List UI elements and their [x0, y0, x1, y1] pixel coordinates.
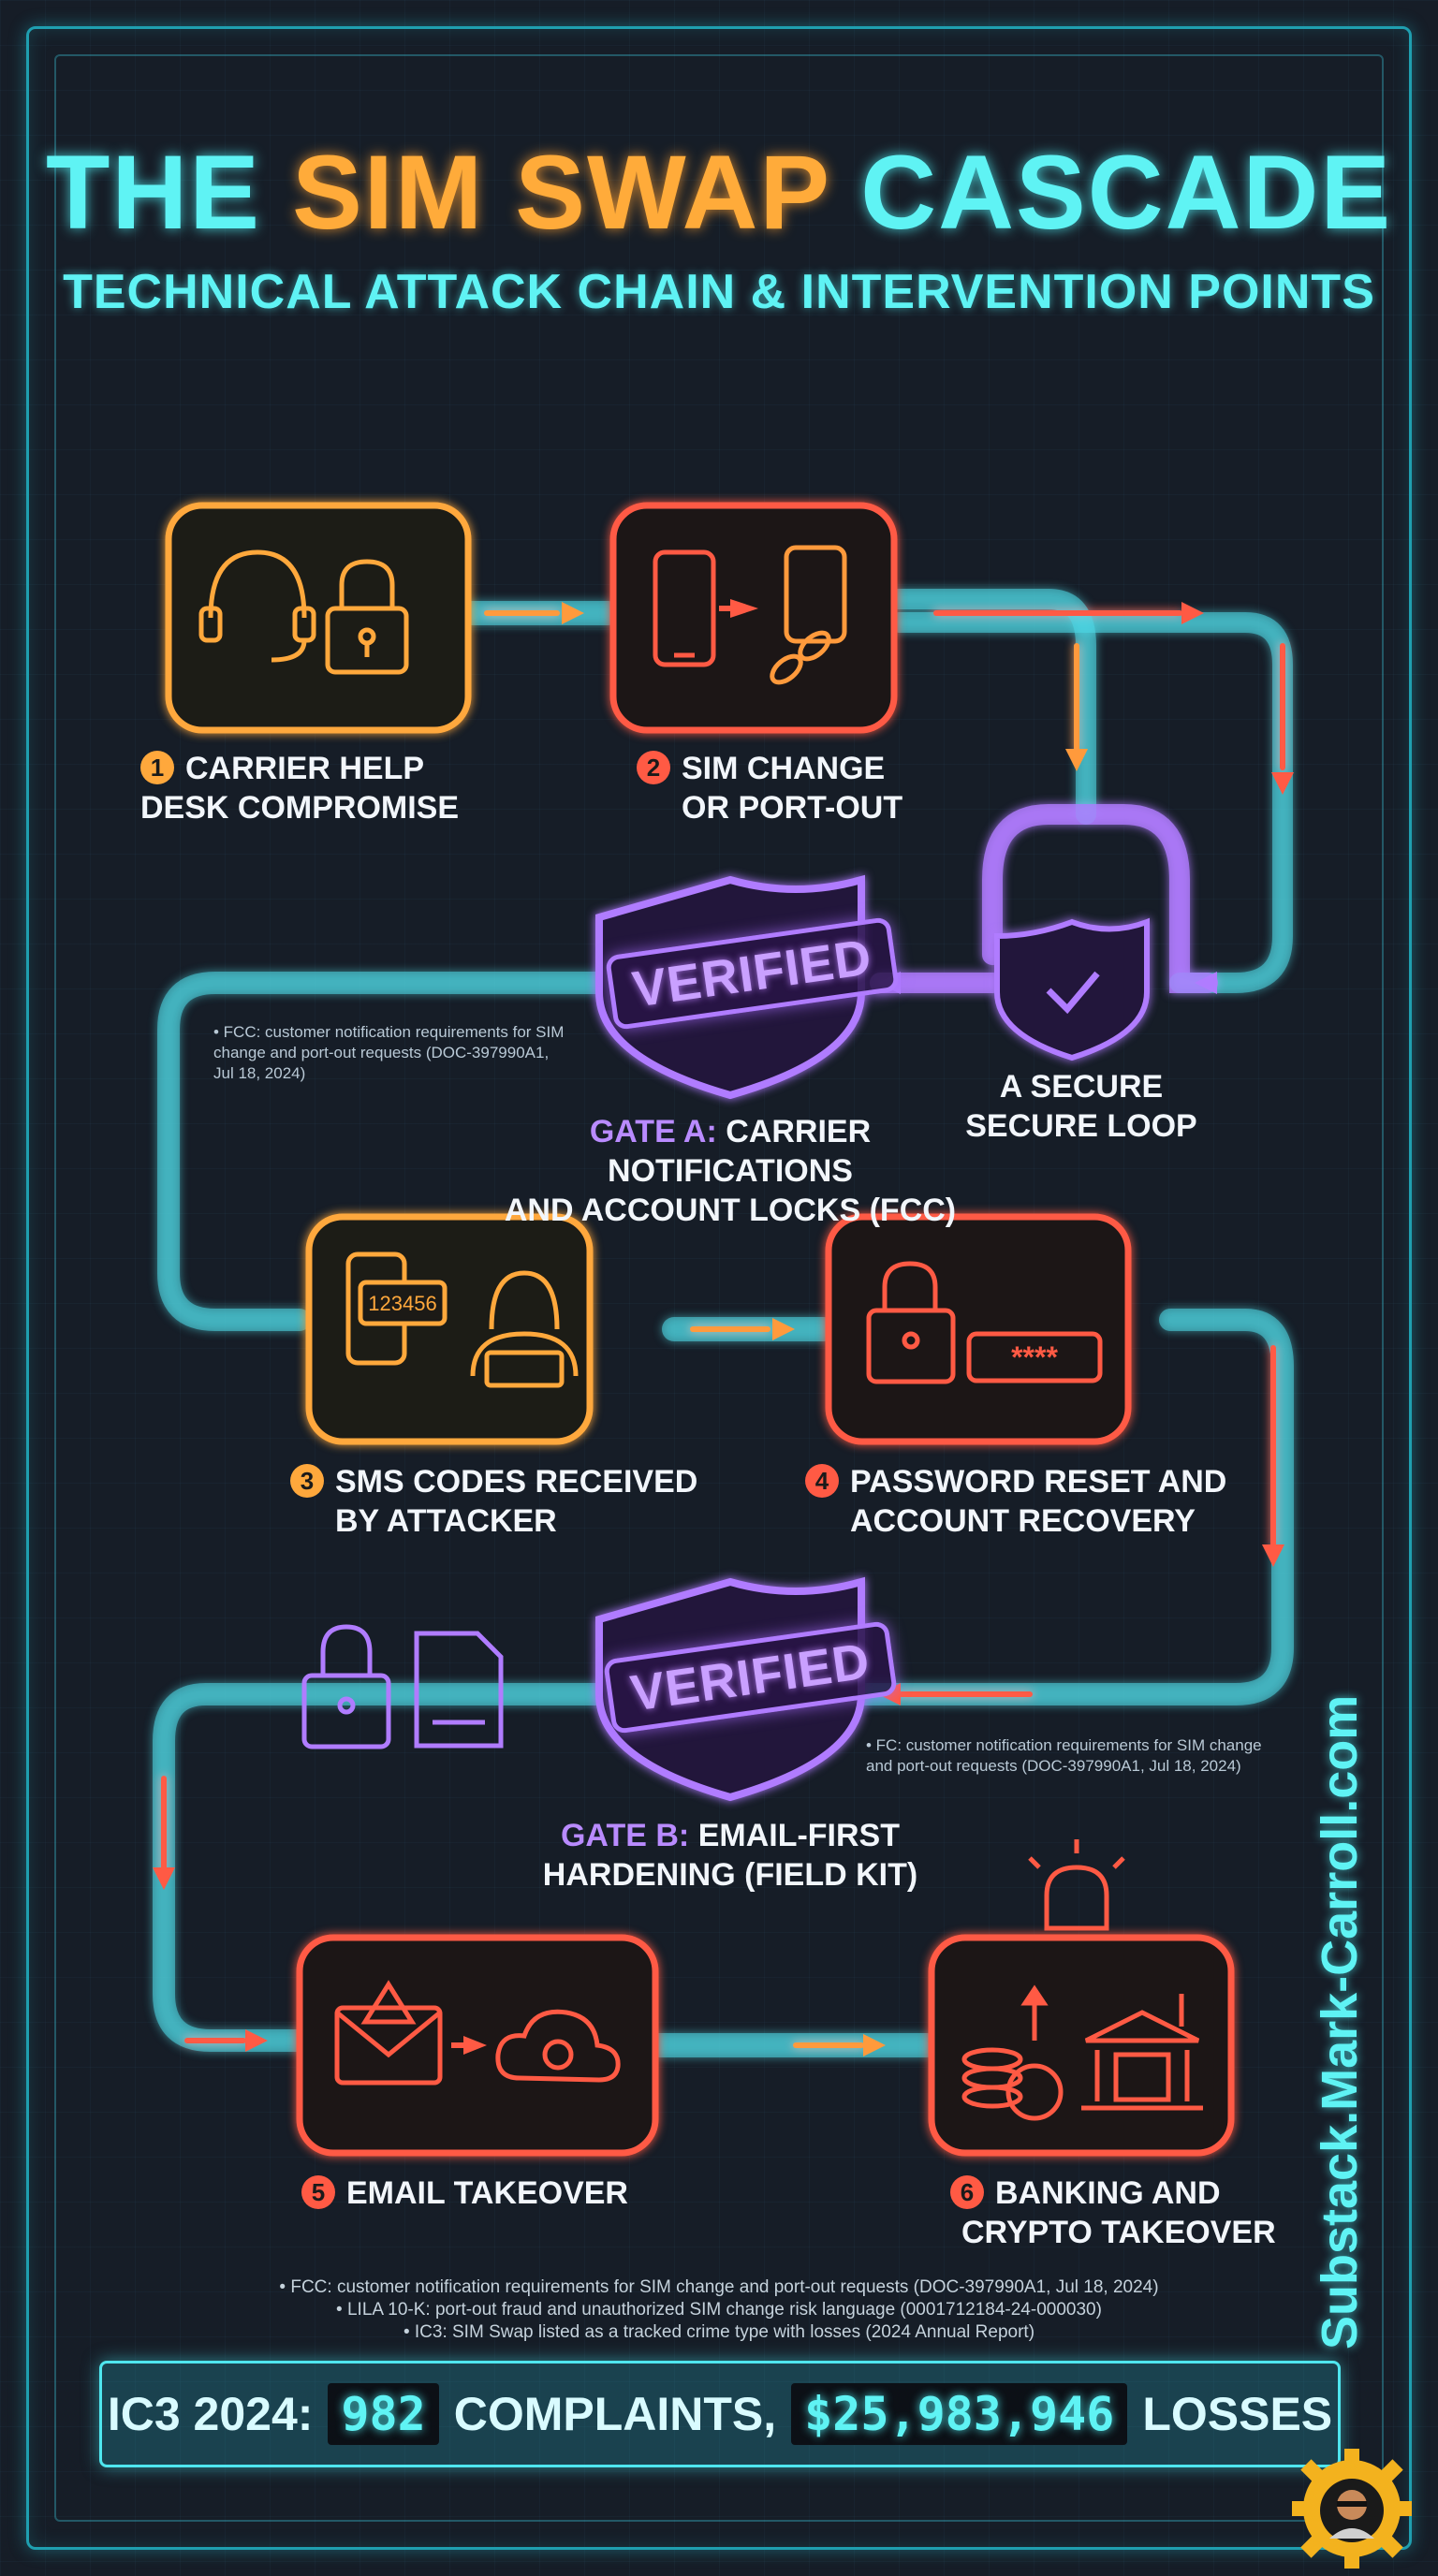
gate-b-text-2: HARDENING (FIELD KIT) — [542, 1857, 918, 1893]
step-box-1 — [165, 502, 472, 734]
step-6-label: 6 BANKING AND CRYPTO TAKEOVER — [950, 2174, 1276, 2252]
site-credit: Substack.Mark-Carroll.com — [1312, 1694, 1368, 2349]
step-box-2 — [609, 502, 898, 734]
step-5-line-1: EMAIL TAKEOVER — [346, 2175, 628, 2211]
bank-icon — [1081, 1994, 1203, 2111]
gate-a-text-1: CARRIER NOTIFICATIONS — [608, 1114, 872, 1189]
sources-list: • FCC: customer notification requirement… — [0, 2276, 1438, 2344]
mail-warning-icon — [334, 1980, 443, 2086]
alarm-icon — [1028, 1839, 1125, 1931]
pipe-gate-a-to-3 — [157, 972, 610, 1331]
step-2-number: 2 — [637, 751, 670, 784]
step-4-line-2: ACCOUNT RECOVERY — [850, 1503, 1196, 1539]
step-box-4 — [825, 1213, 1132, 1445]
gate-a-label: GATE A: CARRIER NOTIFICATIONS AND ACCOUN… — [468, 1112, 992, 1230]
gate-a-name: GATE A: — [589, 1114, 717, 1149]
step-3-label: 3 SMS CODES RECEIVED BY ATTACKER — [290, 1462, 697, 1541]
secure-loop-line-1: A SECURE — [999, 1069, 1164, 1105]
gate-b-document-icon — [414, 1631, 504, 1749]
password-field-icon — [966, 1331, 1103, 1383]
page-subtitle: TECHNICAL ATTACK CHAIN & INTERVENTION PO… — [63, 265, 1375, 319]
title-part-2: SIM SWAP — [292, 134, 830, 251]
cloud-icon — [495, 2009, 621, 2083]
headset-icon — [198, 549, 316, 663]
step-box-6 — [928, 1934, 1235, 2157]
page-title: THE SIM SWAP CASCADE — [0, 140, 1438, 245]
secure-loop-shield-icon — [994, 917, 1150, 1061]
losses-value: $25,983,946 — [791, 2383, 1128, 2445]
step-5-number: 5 — [301, 2175, 335, 2209]
title-part-3: CASCADE — [860, 134, 1393, 251]
step-4-number: 4 — [805, 1464, 839, 1498]
stats-prefix: IC3 2024: — [107, 2388, 314, 2440]
secure-loop-line-2: SECURE LOOP — [965, 1108, 1197, 1144]
pipe-outer-right — [888, 612, 1293, 993]
source-item: • FCC: customer notification requirement… — [279, 2277, 1159, 2297]
gate-b-label: GATE B: EMAIL-FIRST HARDENING (FIELD KIT… — [506, 1816, 955, 1895]
step-2-label: 2 SIM CHANGE OR PORT-OUT — [637, 749, 902, 827]
complaints-value: 982 — [328, 2383, 439, 2445]
gate-b-lock-icon — [301, 1624, 391, 1749]
inner-frame — [54, 54, 1384, 2522]
step-6-number: 6 — [950, 2175, 984, 2209]
gate-a-note-line-2: change and port-out requests (DOC-397990… — [213, 1044, 550, 1061]
crypto-coins-icon — [961, 1984, 1064, 2121]
step-5-label: 5 EMAIL TAKEOVER — [301, 2174, 628, 2213]
arrow-right-icon-2 — [451, 2036, 487, 2055]
pipe-4-gate-b — [850, 1309, 1294, 1705]
gate-b-text-1: EMAIL-FIRST — [697, 1818, 900, 1853]
gate-a-note-line-1: • FCC: customer notification requirement… — [213, 1023, 565, 1041]
source-item: • LILA 10-K: port-out fraud and unauthor… — [336, 2300, 1102, 2320]
step-box-3 — [305, 1213, 594, 1445]
sms-code-text: 123456 — [368, 1292, 436, 1315]
step-1-line-1: CARRIER HELP — [185, 751, 425, 786]
secure-loop-pipe — [982, 804, 1218, 993]
step-1-line-2: DESK COMPROMISE — [140, 790, 460, 826]
step-6-line-2: CRYPTO TAKEOVER — [961, 2215, 1276, 2250]
step-4-line-1: PASSWORD RESET AND — [850, 1464, 1227, 1500]
step-3-line-2: BY ATTACKER — [335, 1503, 557, 1539]
sms-phone-icon — [345, 1251, 448, 1366]
secure-loop-label: A SECURE SECURE LOOP — [955, 1067, 1208, 1146]
step-1-label: 1 CARRIER HELP DESK COMPROMISE — [140, 749, 459, 827]
step-2-line-1: SIM CHANGE — [682, 751, 886, 786]
outer-frame — [26, 26, 1412, 2550]
gate-b-note: • FC: customer notification requirements… — [866, 1735, 1315, 1777]
gate-a-note: • FCC: customer notification requirement… — [213, 1022, 588, 1084]
gate-b-name: GATE B: — [560, 1818, 690, 1853]
losses-label: LOSSES — [1142, 2388, 1333, 2440]
gate-a-note-line-3: Jul 18, 2024) — [213, 1064, 306, 1082]
broken-chain-icon — [770, 545, 847, 685]
padlock-icon — [866, 1261, 956, 1384]
step-2-line-2: OR PORT-OUT — [682, 790, 903, 826]
gate-a-text-2: AND ACCOUNT LOCKS (FCC) — [504, 1193, 957, 1228]
title-part-1: THE — [45, 134, 261, 251]
password-text: **** — [1011, 1340, 1058, 1374]
step-1-number: 1 — [140, 751, 174, 784]
step-4-label: 4 PASSWORD RESET AND ACCOUNT RECOVERY — [805, 1462, 1226, 1541]
lock-icon — [325, 559, 409, 675]
hacker-icon — [470, 1270, 579, 1388]
gate-b-note-line-2: and port-out requests (DOC-397990A1, Jul… — [866, 1757, 1241, 1775]
phone-icon — [653, 549, 716, 667]
complaints-label: COMPLAINTS, — [453, 2388, 777, 2440]
step-6-line-1: BANKING AND — [995, 2175, 1221, 2211]
step-3-number: 3 — [290, 1464, 324, 1498]
step-3-line-1: SMS CODES RECEIVED — [335, 1464, 698, 1500]
arrow-right-icon — [719, 599, 758, 618]
source-item: • IC3: SIM Swap listed as a tracked crim… — [403, 2322, 1035, 2342]
stats-banner: IC3 2024: 982 COMPLAINTS, $25,983,946 LO… — [99, 2361, 1341, 2467]
gear-logo-icon — [1292, 2449, 1412, 2569]
gate-b-note-line-1: • FC: customer notification requirements… — [866, 1736, 1262, 1754]
